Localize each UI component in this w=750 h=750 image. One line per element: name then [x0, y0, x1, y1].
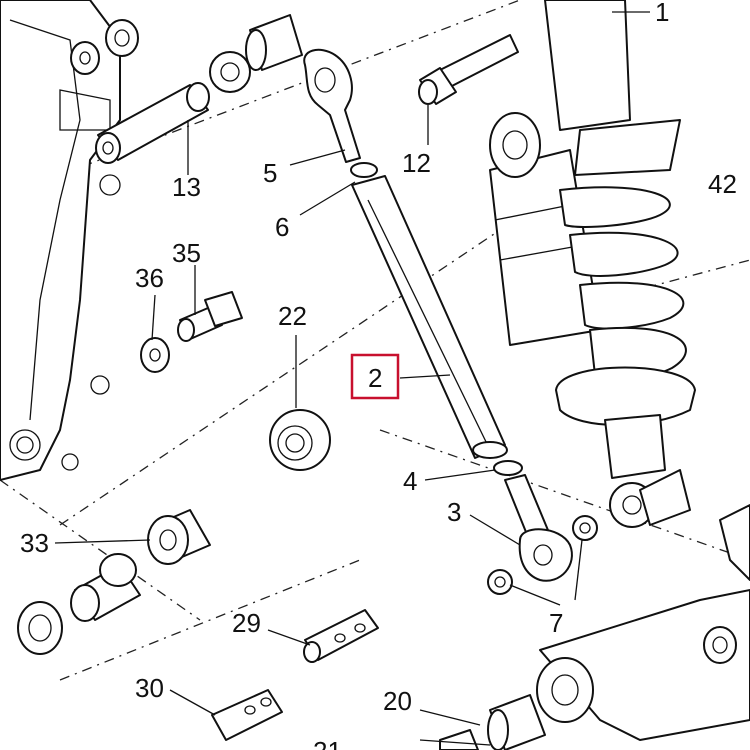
spacer-sleeve: [95, 82, 210, 164]
callout-6: 6: [275, 212, 289, 242]
callout-labels: 1 2 3 4 5 6 7 12 13 20 21 22 29 30 33 35…: [20, 0, 737, 750]
seal-ring-lower-left: [17, 601, 63, 655]
callout-5: 5: [263, 158, 277, 188]
bearing-top: [209, 51, 251, 93]
tie-rod-assembly: [303, 48, 573, 582]
callout-36: 36: [135, 263, 164, 293]
callout-13: 13: [172, 172, 201, 202]
needle-bearing-top: [245, 14, 303, 71]
link-block-29: [303, 609, 379, 663]
callout-33: 33: [20, 528, 49, 558]
shock-absorber: [489, 0, 696, 528]
bushings-7: [487, 515, 598, 595]
callout-22: 22: [278, 301, 307, 331]
callout-2-highlight-box: [350, 353, 400, 400]
link-block-30: [211, 689, 283, 741]
needle-bearings-20: [439, 694, 546, 750]
swing-link: [536, 504, 750, 741]
bolt-top: [418, 34, 519, 105]
washer-mid-left: [140, 337, 170, 373]
callout-3: 3: [447, 497, 461, 527]
callout-4: 4: [403, 466, 417, 496]
callout-42: 42: [708, 169, 737, 199]
bushing-33: [147, 509, 211, 565]
callout-21: 21: [313, 736, 342, 750]
leader-lines: [54, 11, 650, 746]
bolt-mid-left: [177, 291, 243, 342]
bearing-22: [269, 409, 331, 471]
washer-top-left: [70, 41, 100, 75]
callout-29: 29: [232, 608, 261, 638]
sleeve-lower-left: [70, 553, 141, 622]
callout-12: 12: [402, 148, 431, 178]
callout-35: 35: [172, 238, 201, 268]
callout-7: 7: [549, 608, 563, 638]
bushing-top-left: [105, 19, 139, 57]
callout-30: 30: [135, 673, 164, 703]
callout-2: 2: [368, 363, 382, 393]
callout-1: 1: [655, 0, 669, 27]
frame-bracket: [0, 0, 121, 481]
callout-20: 20: [383, 686, 412, 716]
